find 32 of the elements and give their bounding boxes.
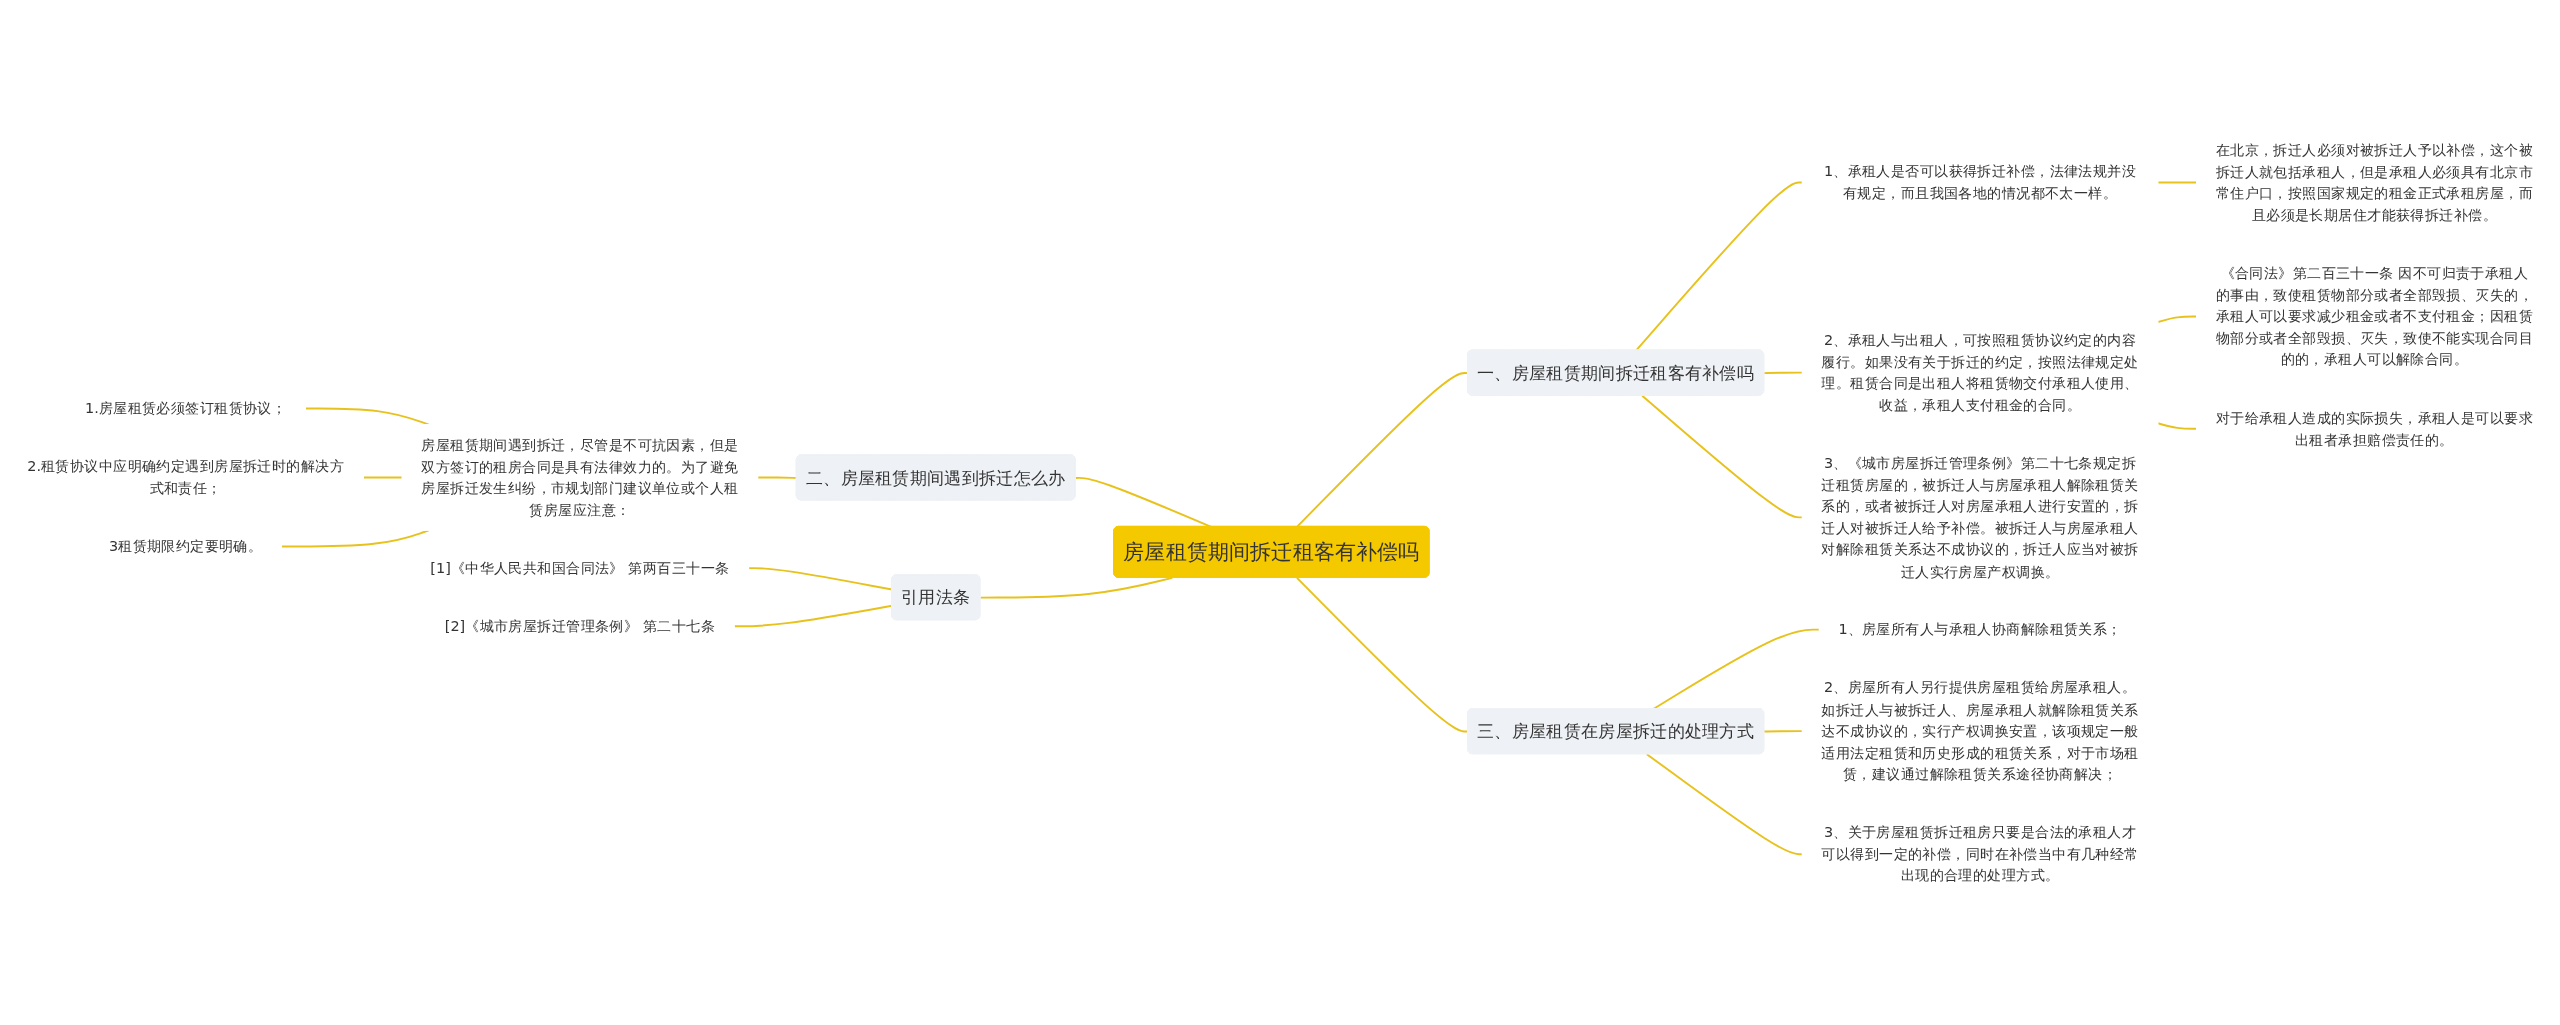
connector (2157, 421, 2198, 430)
connector (304, 407, 430, 426)
node-text: 3、关于房屋租赁拆迁租房只要是合法的承租人才可以得到一定的补偿，同时在补偿当中有几种经常出现的合理的处理方式。 (1821, 823, 2139, 884)
node-text: 2.租赁协议中应明确约定遇到房屋拆迁时的解决方式和责任； (27, 457, 344, 497)
connector (1296, 576, 1469, 733)
connector (2157, 181, 2198, 184)
node-text: 对于给承租人造成的实际损失，承租人是可以要求出租者承担赔偿责任的。 (2215, 408, 2534, 448)
node-text: 2、房屋所有人另行提供房屋租赁给房屋承租人。如拆迁人与被拆迁人、房屋承租人就解除租赁关系达不成协议的，实行产权调换安置，该项规定一般适用法定租赁和历史形成的租赁关系，对于市场租赁，建议通过解除租赁关系途径协商解决； (1821, 678, 2139, 783)
connector (1645, 752, 1804, 855)
node-text: 1、承租人是否可以获得拆迁补偿，法律法规并没有规定，而且我国各地的情况都不太一样。 (1824, 162, 2137, 202)
node-text: 3租赁期限约定要明确。 (108, 537, 263, 555)
node-text: 房屋租赁期间遇到拆迁，尽管是不可抗因素，但是双方签订的租房合同是具有法律效力的。为了避免房屋拆迁发生纠纷，市规划部门建议单位或个人租赁房屋应注意： (421, 435, 739, 518)
connector (280, 528, 430, 547)
node-text: 《合同法》第二百三十一条 因不可归责于承租人的事由，致使租赁物部分或者全部毁损、灭失的，承租人可以要求减少租金或者不支付租金；因租赁物部分或者全部毁损、灭失，致使不能实现合同目的的，承租人可以解除合同。 (2215, 263, 2534, 368)
connector (2157, 315, 2198, 323)
node-text: 3、《城市房屋拆迁管理条例》第二十七条规定拆迁租赁房屋的，被拆迁人与房屋承租人解除租赁关系的，或者被拆迁人对房屋承租人进行安置的，拆迁人对被拆迁人给予补偿。被拆迁人与房屋承租人对解除租赁关系达不成协议的，拆迁人应当对被拆迁人实行房屋产权调换。 (1821, 453, 2139, 580)
node-text: [1]《中华人民共和国合同法》 第两百三十一条 (430, 558, 730, 577)
connector (979, 576, 1174, 599)
connector (733, 604, 893, 627)
node-text: 2、承租人与出租人，可按照租赁协议约定的内容履行。如果没有关于拆迁的约定，按照法律规定处理。租赁合同是出租人将租赁物交付承租人使用、收益，承租人支付租金的合同。 (1821, 330, 2139, 414)
connector (756, 476, 798, 479)
connector (1763, 729, 1804, 733)
node-text: 1.房屋租赁必须签订租赁协议； (84, 399, 287, 417)
node-text: [2]《城市房屋拆迁管理条例》 第二十七条 (444, 616, 716, 635)
connector (747, 566, 893, 591)
node-text: 1、房屋所有人与承租人协商解除租赁关系； (1838, 620, 2122, 638)
connector (362, 476, 403, 478)
connector (1635, 181, 1804, 351)
node-text: 在北京，拆迁人必须对被拆迁人予以补偿，这个被拆迁人就包括承租人，但是承租人必须具有北京市常住户口，按照国家规定的租金正式承租房屋，而且必须是长期居住才能获得拆迁补偿。 (2215, 140, 2534, 223)
connector (1652, 628, 1821, 710)
connector (1641, 394, 1804, 518)
connector (1763, 371, 1804, 374)
